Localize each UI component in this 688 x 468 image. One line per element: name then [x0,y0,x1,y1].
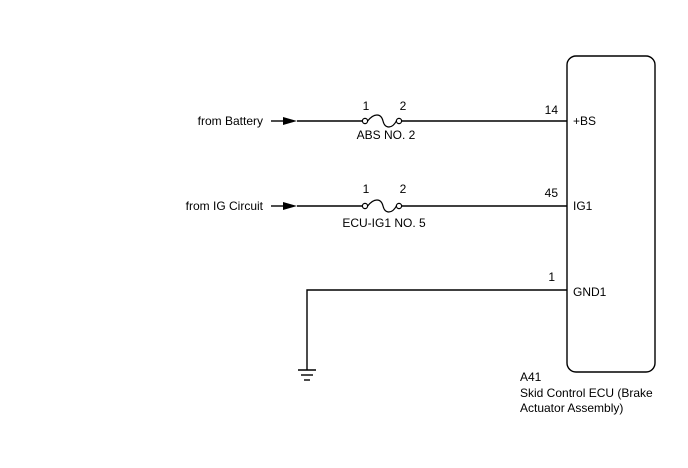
from-ig-circuit-label: from IG Circuit [186,199,264,213]
fuse-icon [361,199,403,213]
pin-number-bs: 14 [545,103,559,117]
fuse-abs-pin-right: 2 [400,99,407,113]
pin-name-ig1: IG1 [573,199,593,213]
fuse-icon [361,114,403,128]
arrow-right-icon [271,202,297,210]
fuse-ecu-pin-left: 1 [363,182,370,196]
pin-number-ig1: 45 [545,186,559,200]
ground-icon [298,369,316,381]
fuse-ecu-pin-right: 2 [400,182,407,196]
ecu-connector-code: A41 [520,370,542,384]
pin-name-gnd1: GND1 [573,285,607,299]
pin-number-gnd1: 1 [548,270,555,284]
ecu-box [566,55,656,373]
wire-gnd1 [306,289,567,370]
ecu-name-line2: Actuator Assembly) [520,401,623,415]
arrow-right-icon [271,117,297,125]
fuse-abs-name: ABS NO. 2 [357,128,416,142]
pin-name-bs: +BS [573,114,596,128]
fuse-abs-pin-left: 1 [363,99,370,113]
fuse-ecu-name: ECU-IG1 NO. 5 [342,216,426,230]
from-battery-label: from Battery [198,114,263,128]
ecu-name-line1: Skid Control ECU (Brake [520,386,653,400]
